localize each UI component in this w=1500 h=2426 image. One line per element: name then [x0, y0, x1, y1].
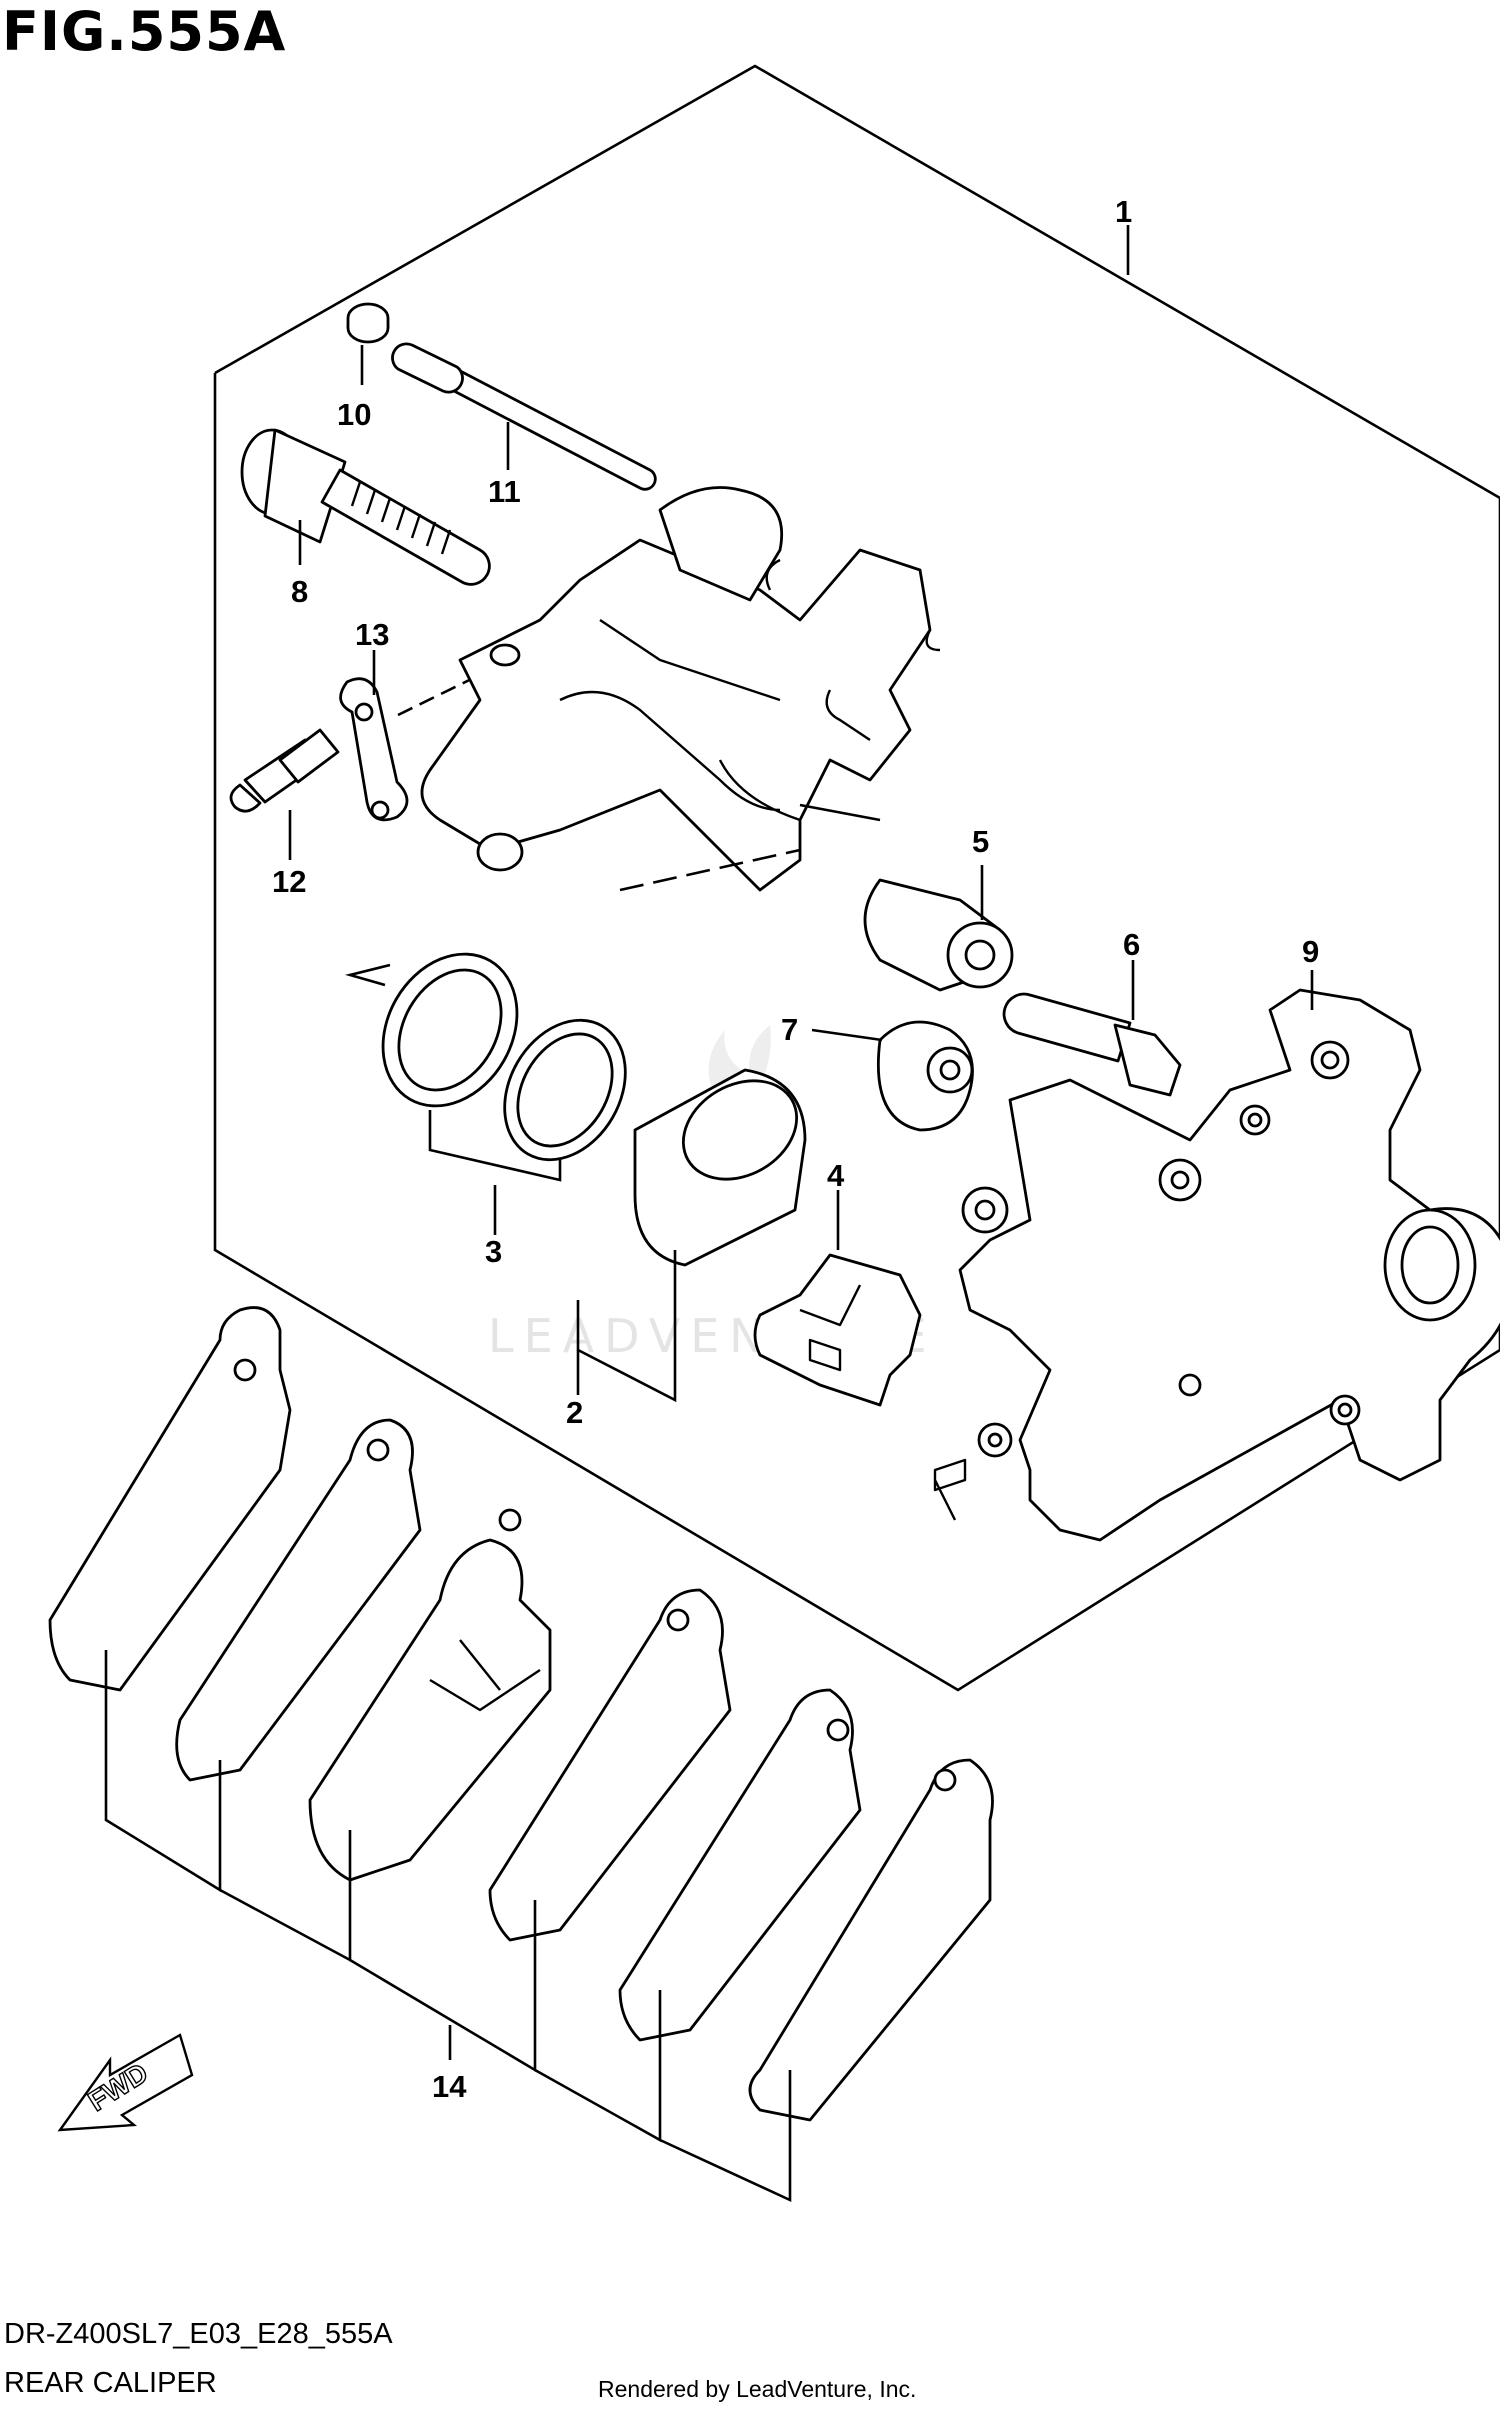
callout-6: 6	[1123, 927, 1140, 962]
callout-9: 9	[1302, 934, 1319, 969]
centerline-main	[619, 848, 801, 892]
part-4-pad-spring	[753, 1253, 922, 1407]
part-8-bolt	[240, 428, 491, 586]
part-12-bleeder	[229, 728, 340, 813]
bracket-2	[576, 1250, 677, 1403]
centerline-upper	[799, 803, 881, 822]
callout-13: 13	[355, 617, 389, 652]
callout-1: 1	[1115, 194, 1132, 229]
callout-12: 12	[272, 864, 306, 899]
figure-title: FIG.555A	[2, 0, 287, 63]
callout-10: 10	[337, 397, 371, 432]
rendered-by-credit: Rendered by LeadVenture, Inc.	[598, 2376, 917, 2402]
callout-5: 5	[972, 824, 989, 859]
callout-11: 11	[488, 474, 521, 509]
forward-direction-arrow: FWD	[57, 2033, 194, 2132]
part-9-caliper-bracket	[933, 988, 1500, 1542]
figure-code: DR-Z400SL7_E03_E28_555A	[4, 2318, 393, 2350]
callout-7: 7	[781, 1012, 798, 1047]
arrow-centerline	[344, 963, 391, 987]
bracket-3	[428, 1110, 562, 1182]
bracket-14-a	[104, 1650, 222, 1893]
part-5-sleeve	[863, 878, 1014, 992]
assembly-boundary	[213, 64, 1500, 1692]
part-2-piston	[633, 1068, 807, 1267]
leader-line-7	[811, 1028, 883, 1042]
callout-2: 2	[566, 1395, 583, 1430]
centerline-13	[397, 663, 501, 717]
part-14-pads	[48, 1306, 994, 2122]
part-3-seal-inner	[503, 1018, 627, 1162]
bracket-14-e	[659, 2070, 792, 2203]
callout-3: 3	[485, 1234, 502, 1269]
figure-name: REAR CALIPER	[4, 2367, 217, 2399]
part-6-bolt	[1002, 992, 1182, 1097]
part-10-cap	[346, 302, 390, 344]
part-7-boot	[876, 1020, 974, 1132]
caliper-body	[420, 486, 941, 892]
part-13-plate	[339, 677, 409, 822]
callout-14: 14	[432, 2069, 467, 2104]
part-3-seal-outer	[381, 952, 519, 1108]
callout-4: 4	[827, 1158, 845, 1193]
part-11-pin	[391, 342, 657, 491]
callout-8: 8	[291, 574, 308, 609]
